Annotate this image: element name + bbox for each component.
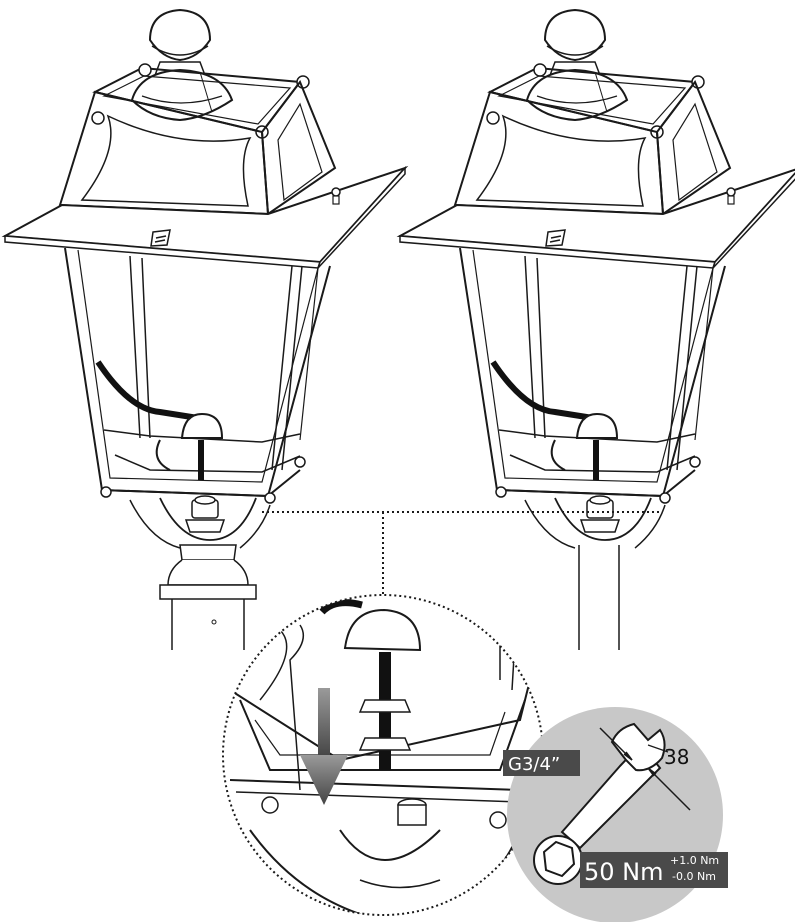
detail-callout-leader bbox=[262, 511, 660, 595]
thread-size-text: G3/4” bbox=[508, 754, 560, 775]
decorative-pole bbox=[159, 544, 257, 650]
lantern-left bbox=[5, 10, 405, 548]
lantern-right bbox=[400, 10, 795, 548]
down-arrow-icon bbox=[300, 688, 348, 805]
magnified-detail bbox=[222, 594, 544, 916]
torque-tolerance-minus: -0.0 Nm bbox=[672, 870, 716, 883]
torque-value-text: 50 Nm bbox=[584, 858, 664, 886]
wrench-icon bbox=[533, 722, 666, 885]
straight-pole bbox=[578, 545, 620, 650]
wrench-size-text: 38 bbox=[664, 745, 689, 769]
thread-label-badge: G3/4” bbox=[503, 750, 580, 776]
torque-label-badge: 50 Nm +1.0 Nm -0.0 Nm bbox=[580, 852, 728, 888]
torque-tolerance-plus: +1.0 Nm bbox=[670, 854, 719, 867]
wrench-tool-detail bbox=[507, 707, 723, 922]
